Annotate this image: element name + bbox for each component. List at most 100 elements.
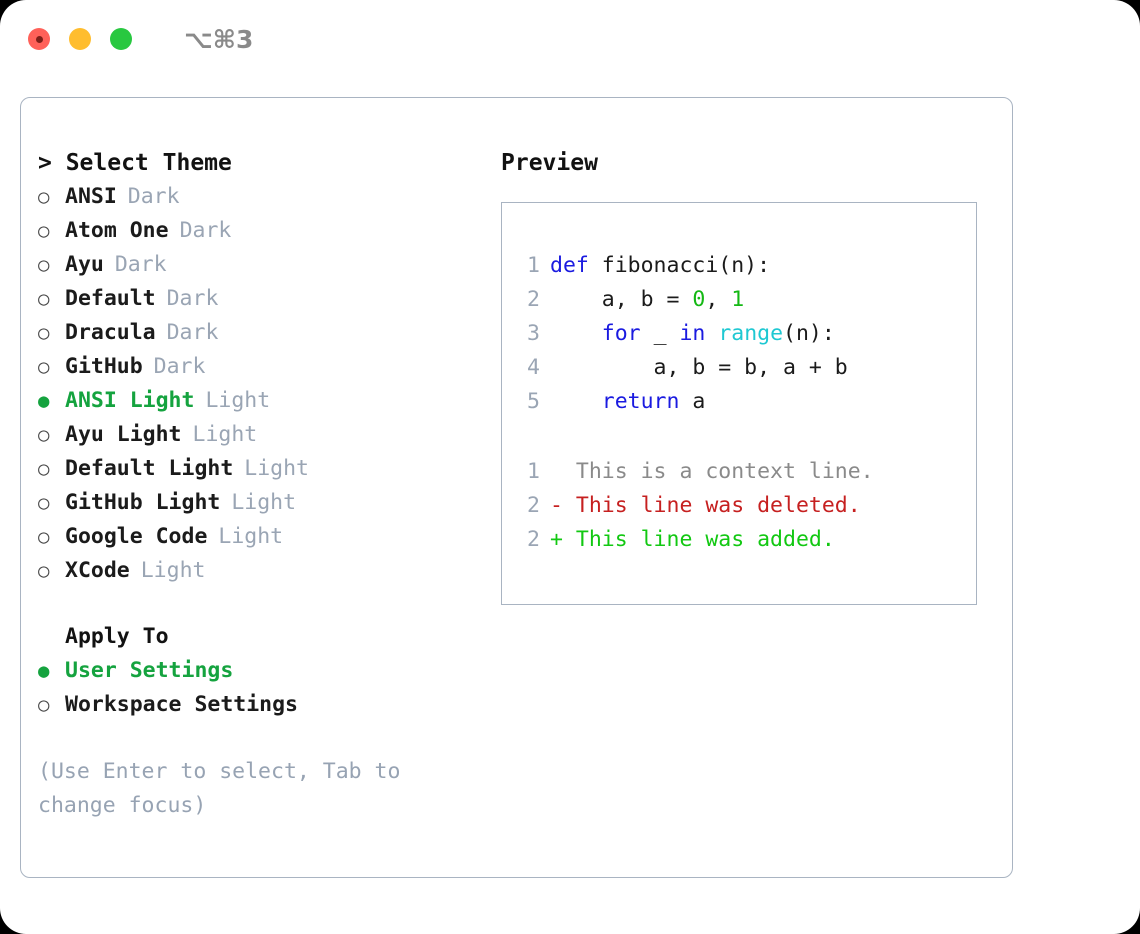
token-plain: _ xyxy=(640,321,680,346)
select-theme-heading: > Select Theme xyxy=(38,150,232,176)
code-line: 4 a, b = b, a + b xyxy=(502,351,976,385)
apply-to-heading: Apply To xyxy=(65,624,169,649)
diff-content: This is a context line. xyxy=(550,459,874,484)
section-divider xyxy=(38,588,498,620)
token-plain: a, b = xyxy=(550,287,693,312)
theme-name: Google Code xyxy=(65,524,208,549)
theme-option-default-dark[interactable]: ○ Default Dark xyxy=(38,282,498,316)
radio-unselected-icon: ○ xyxy=(38,560,50,582)
diff-line-context: 1 This is a context line. xyxy=(502,455,976,489)
apply-to-list: ● User Settings ○ Workspace Settings xyxy=(38,654,498,722)
minimize-window-button[interactable] xyxy=(69,28,91,50)
theme-category: Light xyxy=(231,490,297,515)
maximize-window-button[interactable] xyxy=(110,28,132,50)
preview-column: Preview 1 def fibonacci(n): 2 a, b = 0, … xyxy=(501,146,1001,605)
panel-columns: > Select Theme ○ ANSI Dark ○ Atom One Da… xyxy=(21,98,1012,877)
token-builtin: range xyxy=(718,321,784,346)
radio-unselected-icon: ○ xyxy=(38,694,50,716)
close-window-button[interactable] xyxy=(28,28,50,50)
code-line: 1 def fibonacci(n): xyxy=(502,249,976,283)
theme-option-github-dark[interactable]: ○ GitHub Dark xyxy=(38,350,498,384)
theme-category: Dark xyxy=(114,252,167,277)
token-plain xyxy=(550,389,602,414)
theme-name: ANSI Light xyxy=(65,388,195,413)
theme-option-xcode[interactable]: ○ XCode Light xyxy=(38,554,498,588)
keyboard-hint-text: (Use Enter to select, Tab to change focu… xyxy=(38,759,414,818)
token-keyword: return xyxy=(601,389,680,414)
diff-line-added: 2 + This line was added. xyxy=(502,523,976,557)
code-content: for _ in range(n): xyxy=(550,317,835,351)
theme-option-google-code[interactable]: ○ Google Code Light xyxy=(38,520,498,554)
line-number: 2 xyxy=(527,493,540,518)
theme-category: Light xyxy=(140,558,206,583)
code-content: def fibonacci(n): xyxy=(550,249,770,283)
theme-name: Default Light xyxy=(65,456,234,481)
radio-unselected-icon: ○ xyxy=(38,186,50,208)
theme-name: Dracula xyxy=(65,320,156,345)
code-content: return a xyxy=(550,385,706,419)
radio-unselected-icon: ○ xyxy=(38,322,50,344)
token-keyword: for xyxy=(601,321,641,346)
code-line: 2 a, b = 0, 1 xyxy=(502,283,976,317)
theme-name: GitHub Light xyxy=(65,490,221,515)
theme-name: ANSI xyxy=(65,184,117,209)
theme-option-ansi-light[interactable]: ● ANSI Light Light xyxy=(38,384,498,418)
token-plain: a, b = b, a + b xyxy=(550,355,848,380)
apply-to-option-workspace-settings[interactable]: ○ Workspace Settings xyxy=(38,688,498,722)
preview-heading: Preview xyxy=(501,150,598,176)
theme-option-atom-one-dark[interactable]: ○ Atom One Dark xyxy=(38,214,498,248)
theme-category: Light xyxy=(218,524,284,549)
theme-option-ayu-dark[interactable]: ○ Ayu Dark xyxy=(38,248,498,282)
radio-selected-icon: ● xyxy=(38,660,50,682)
theme-category: Dark xyxy=(127,184,180,209)
theme-name: Ayu Light xyxy=(65,422,182,447)
line-number: 1 xyxy=(527,459,540,484)
line-number: 2 xyxy=(527,287,540,312)
code-line: 3 for _ in range(n): xyxy=(502,317,976,351)
theme-name: Ayu xyxy=(65,252,104,277)
line-number: 1 xyxy=(527,253,540,278)
theme-name: GitHub xyxy=(65,354,143,379)
token-plain xyxy=(550,321,602,346)
radio-unselected-icon: ○ xyxy=(38,220,50,242)
title-bar: ⌥⌘3 xyxy=(0,0,1140,78)
theme-category: Dark xyxy=(179,218,232,243)
apply-to-label: User Settings xyxy=(65,658,234,683)
token-plain: fibonacci(n): xyxy=(601,253,771,278)
theme-option-ansi-dark[interactable]: ○ ANSI Dark xyxy=(38,180,498,214)
traffic-lights xyxy=(28,28,132,50)
token-keyword: def xyxy=(550,253,602,278)
radio-selected-icon: ● xyxy=(38,390,50,412)
apply-to-option-user-settings[interactable]: ● User Settings xyxy=(38,654,498,688)
theme-option-github-light[interactable]: ○ GitHub Light Light xyxy=(38,486,498,520)
token-keyword: in xyxy=(679,321,706,346)
preview-box: 1 def fibonacci(n): 2 a, b = 0, 1 3 for … xyxy=(501,202,977,605)
keyboard-shortcut-label: ⌥⌘3 xyxy=(184,24,254,54)
theme-option-default-light[interactable]: ○ Default Light Light xyxy=(38,452,498,486)
diff-content: - This line was deleted. xyxy=(550,493,861,518)
theme-option-ayu-light[interactable]: ○ Ayu Light Light xyxy=(38,418,498,452)
theme-category: Light xyxy=(205,388,271,413)
radio-unselected-icon: ○ xyxy=(38,492,50,514)
theme-picker-column: > Select Theme ○ ANSI Dark ○ Atom One Da… xyxy=(38,146,498,823)
radio-unselected-icon: ○ xyxy=(38,458,50,480)
radio-unselected-icon: ○ xyxy=(38,254,50,276)
line-number: 2 xyxy=(527,527,540,552)
line-number: 4 xyxy=(527,355,540,380)
line-number: 3 xyxy=(527,321,540,346)
token-number: 1 xyxy=(731,287,745,312)
diff-line-deleted: 2 - This line was deleted. xyxy=(502,489,976,523)
preview-spacer xyxy=(502,419,976,455)
theme-option-dracula-dark[interactable]: ○ Dracula Dark xyxy=(38,316,498,350)
token-plain: (n): xyxy=(783,321,835,346)
radio-unselected-icon: ○ xyxy=(38,424,50,446)
theme-name: Default xyxy=(65,286,156,311)
theme-category: Dark xyxy=(153,354,206,379)
token-plain xyxy=(705,321,718,346)
theme-category: Dark xyxy=(166,320,219,345)
radio-unselected-icon: ○ xyxy=(38,356,50,378)
main-panel: > Select Theme ○ ANSI Dark ○ Atom One Da… xyxy=(20,97,1013,878)
theme-name: XCode xyxy=(65,558,130,583)
line-number: 5 xyxy=(527,389,540,414)
